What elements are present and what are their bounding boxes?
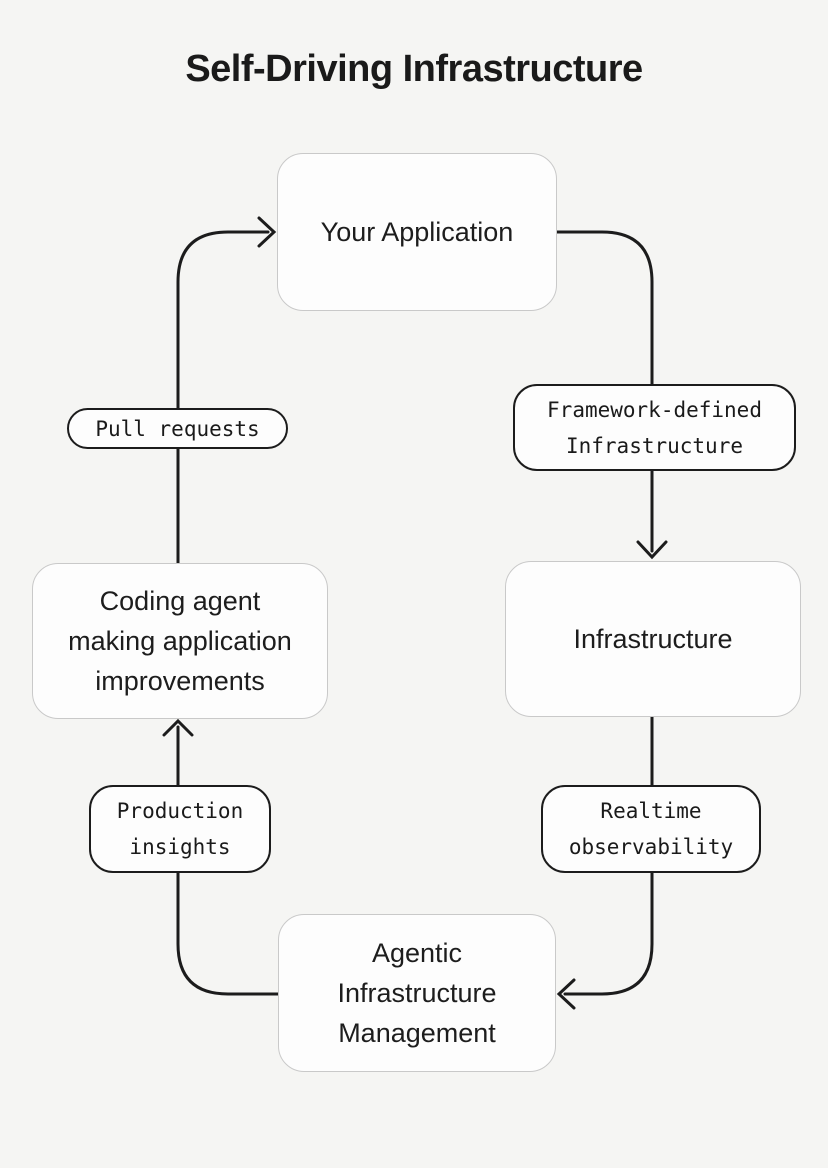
node-agentic-infrastructure-management: Agentic Infrastructure Management [278, 914, 556, 1072]
edge-label-pull-requests: Pull requests [67, 408, 288, 449]
edge-label-realtime-observability: Realtime observability [541, 785, 761, 873]
arrowhead-into-agentic [556, 978, 576, 1010]
node-infrastructure: Infrastructure [505, 561, 801, 717]
page-title: Self-Driving Infrastructure [185, 48, 643, 90]
edge-infrastructure-to-agentic [563, 715, 654, 996]
edge-label-framework-defined-infrastructure: Framework-defined Infrastructure [513, 384, 796, 471]
edge-label-production-insights: Production insights [89, 785, 271, 873]
arrowhead-into-application [257, 216, 277, 248]
node-coding-agent: Coding agent making application improvem… [32, 563, 328, 719]
node-your-application: Your Application [277, 153, 557, 311]
edge-application-to-infrastructure [555, 230, 654, 553]
edge-coding-to-application [176, 230, 270, 565]
edge-agentic-to-coding [176, 725, 280, 996]
arrowhead-into-infrastructure [636, 540, 668, 560]
arrowhead-into-coding [162, 718, 194, 737]
